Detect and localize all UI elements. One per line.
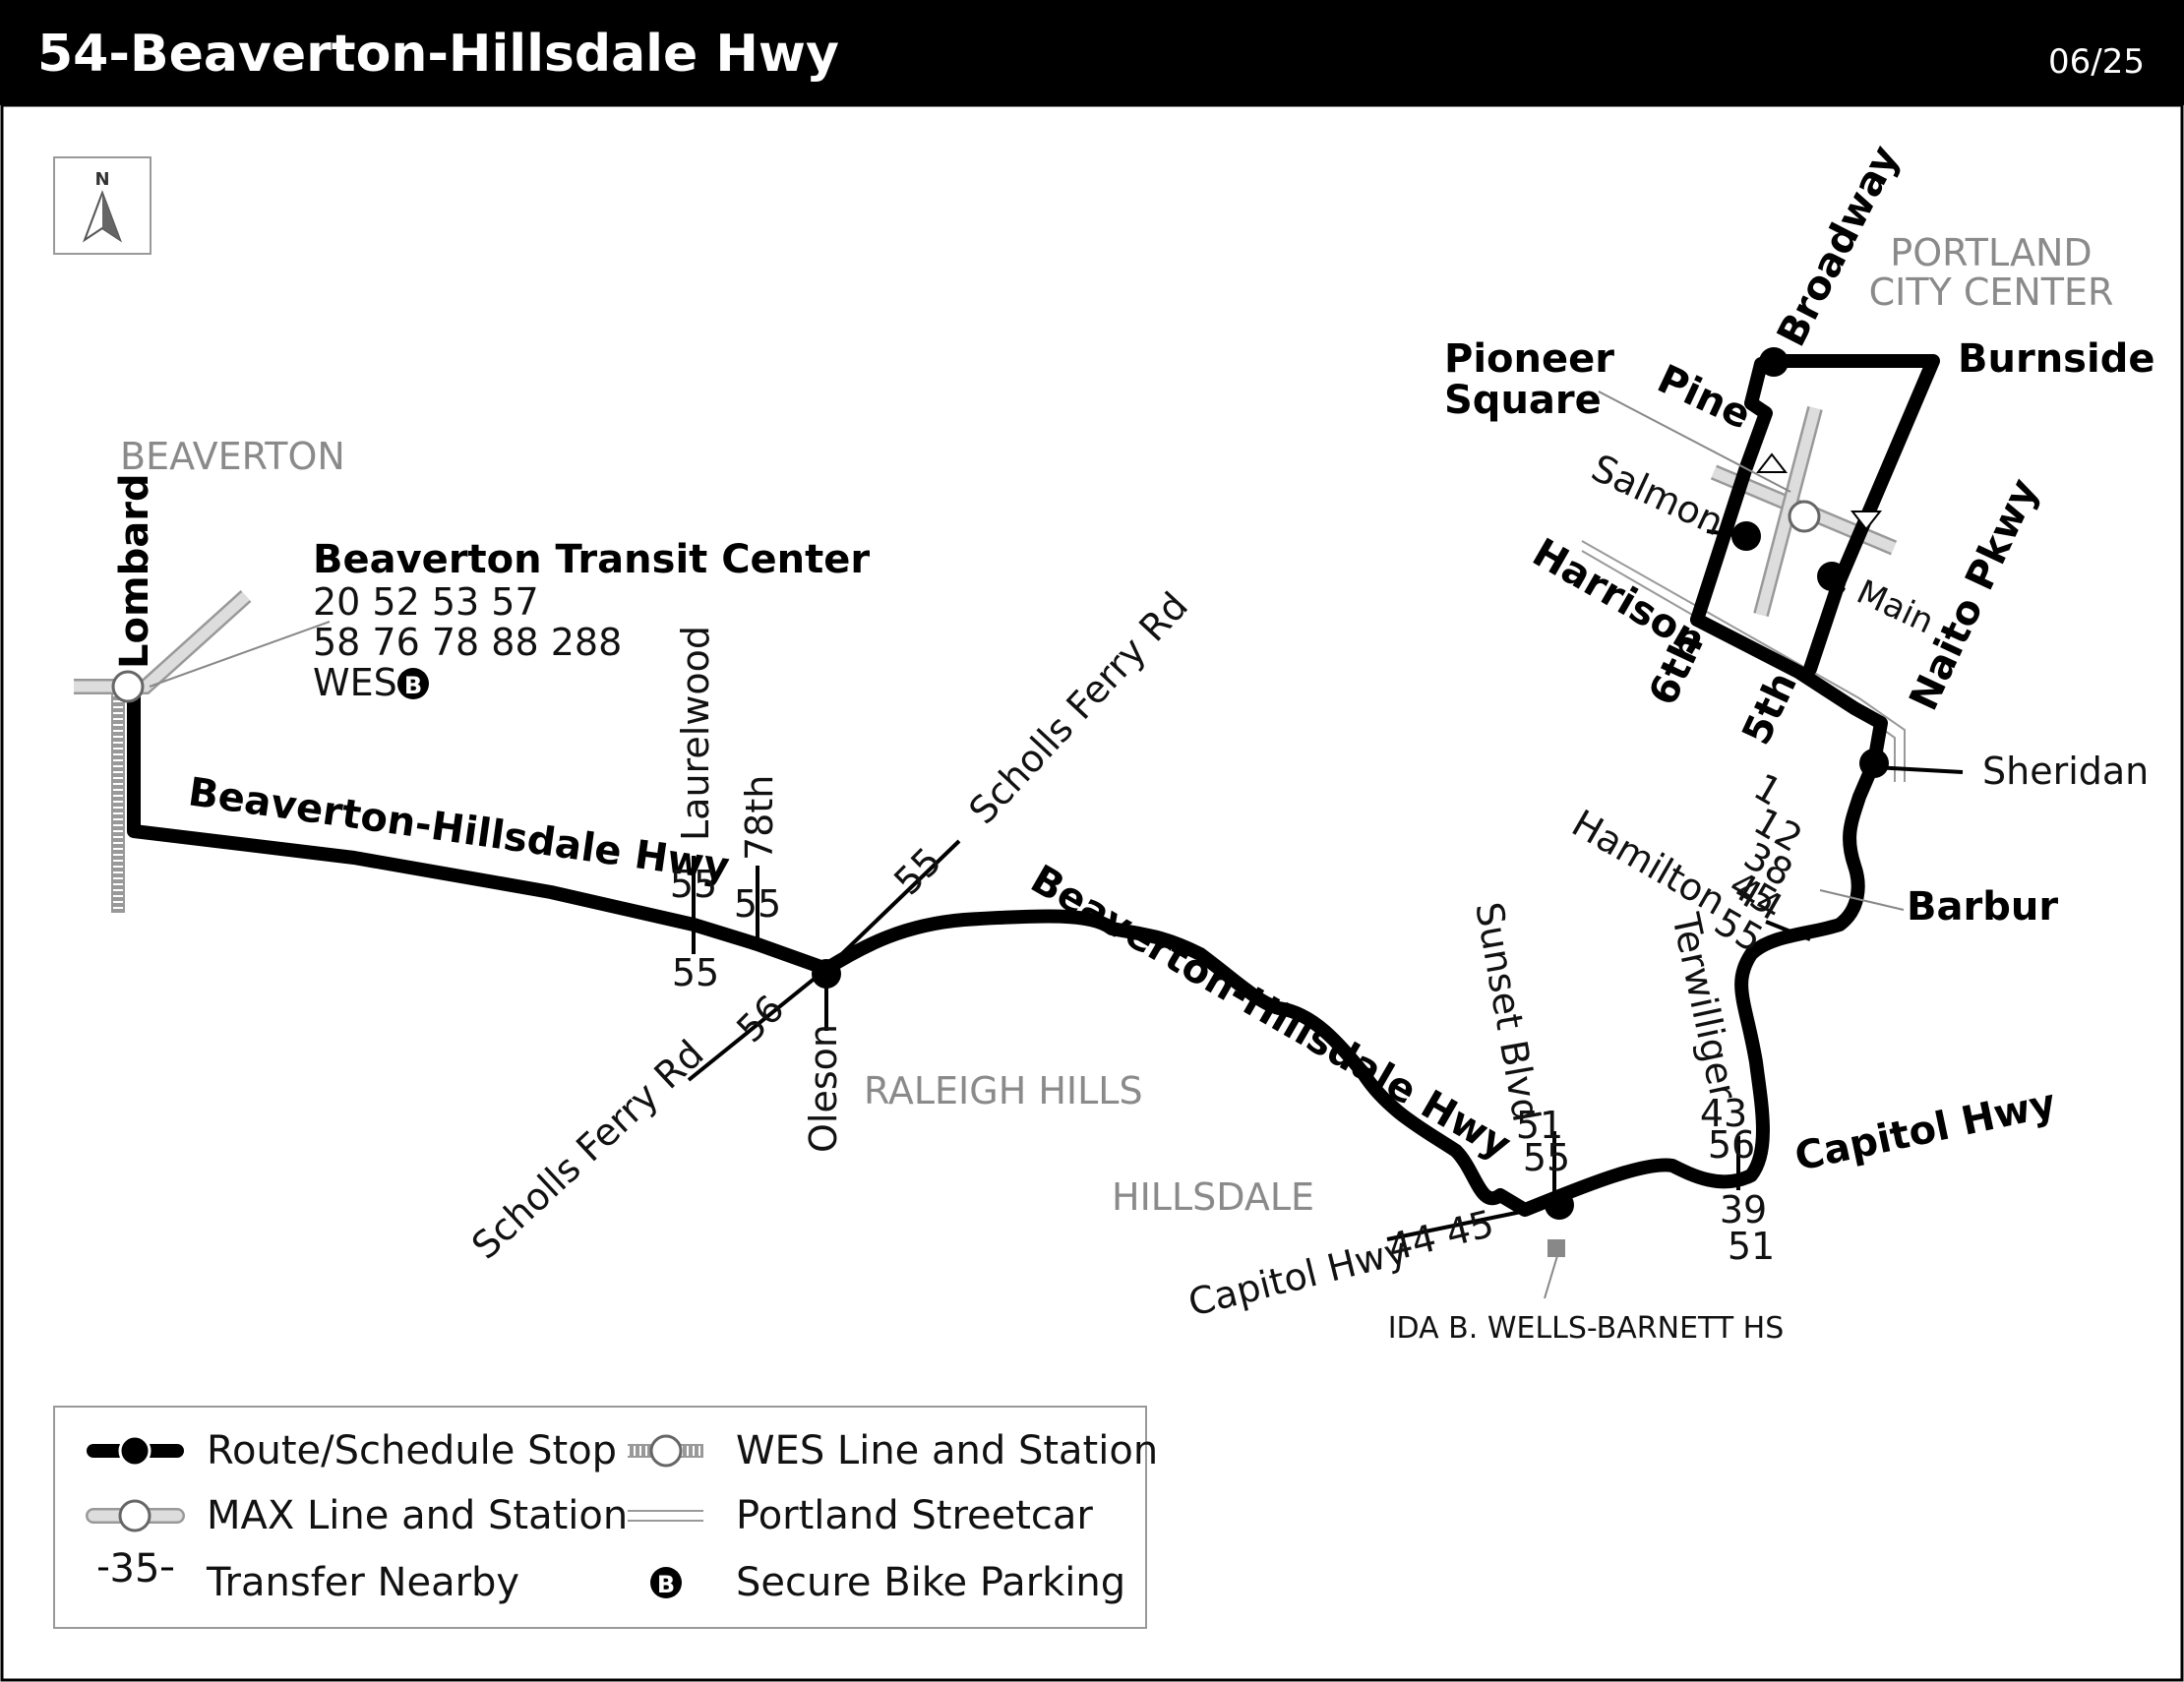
compass: N xyxy=(53,156,152,255)
street-sunset: Sunset Blvd xyxy=(1467,899,1548,1125)
school-label: IDA B. WELLS-BARNETT HS xyxy=(1388,1311,1785,1346)
legend-streetcar: Portland Streetcar xyxy=(736,1493,1093,1538)
legend-wes-icon xyxy=(628,1434,703,1468)
street-capitol-e: Capitol Hwy xyxy=(1791,1081,2060,1180)
transfer-terwilliger-2: 56 xyxy=(1708,1123,1755,1167)
tc-lines-1: 20 52 53 57 xyxy=(313,580,539,624)
street-main: Main xyxy=(1850,572,1939,642)
street-capitol-w: Capitol Hwy xyxy=(1184,1229,1412,1325)
transfer-sunset-2: 55 xyxy=(1523,1136,1570,1179)
area-portland: PORTLAND xyxy=(1890,231,2092,274)
transfer-sunset-1: 51 xyxy=(1516,1104,1563,1147)
direction-arrow-icon xyxy=(1850,511,1883,531)
tc-lines-2: 58 76 78 88 288 xyxy=(313,621,622,664)
stop-broadway-pine[interactable] xyxy=(1759,347,1789,377)
transfer-78th: 55 xyxy=(734,882,781,926)
street-scholls-sw: Scholls Ferry Rd xyxy=(463,1032,711,1268)
legend-transfer: Transfer Nearby xyxy=(206,1560,519,1605)
street-broadway: Broadway xyxy=(1769,139,1909,354)
stop-hillsdale[interactable] xyxy=(1545,1190,1574,1220)
transfer-terwilliger-4: 51 xyxy=(1728,1225,1775,1268)
map-date: 06/25 xyxy=(2048,42,2145,82)
direction-arrow-icon xyxy=(1755,452,1789,473)
transfer-scholls-ne: 55 xyxy=(885,839,949,903)
tc-lines-3: WES xyxy=(313,661,397,704)
street-5th: 5th xyxy=(1733,665,1806,751)
legend-wes: WES Line and Station xyxy=(736,1428,1158,1473)
stations xyxy=(111,500,1821,703)
stop-salmon[interactable] xyxy=(1731,521,1761,551)
transfer-terwilliger-3: 39 xyxy=(1720,1188,1767,1231)
map-frame xyxy=(0,103,2184,1682)
legend-max-icon xyxy=(86,1499,185,1532)
max-station-pioneer[interactable] xyxy=(1788,500,1821,533)
legend-streetcar-icon xyxy=(628,1510,703,1522)
svg-text:B: B xyxy=(657,1571,675,1598)
legend-bike: Secure Bike Parking xyxy=(736,1560,1125,1605)
area-beaverton: BEAVERTON xyxy=(120,435,345,478)
legend-bike-icon: B xyxy=(650,1567,682,1598)
street-laurelwood: Laurelwood xyxy=(674,626,717,841)
leader-lines xyxy=(149,390,1905,1299)
place-square: Square xyxy=(1444,378,1602,423)
street-lombard: Lombard xyxy=(112,473,157,669)
street-hamilton: Hamilton xyxy=(1565,802,1733,924)
route-title: 54-Beaverton-Hillsdale Hwy xyxy=(37,25,839,84)
transfer-terwilliger-1: 43 xyxy=(1700,1092,1747,1135)
legend: Route/Schedule Stop MAX Line and Station… xyxy=(53,1406,1158,1629)
legend-max: MAX Line and Station xyxy=(207,1493,628,1538)
header-bar xyxy=(0,0,2184,105)
street-burnside: Burnside xyxy=(1958,336,2154,382)
transfer-capitol-w: 44 45 xyxy=(1384,1202,1498,1270)
school-icon xyxy=(1547,1239,1565,1257)
legend-route-stop-icon xyxy=(87,1434,184,1468)
street-salmon: Salmon xyxy=(1585,446,1730,544)
stop-raleigh-hills[interactable] xyxy=(812,959,841,989)
wes-station-beaverton[interactable] xyxy=(111,670,145,703)
transfer-laurelwood-bottom: 55 xyxy=(672,951,719,994)
street-barbur: Barbur xyxy=(1907,884,2058,930)
area-city-center: CITY CENTER xyxy=(1869,270,2114,314)
street-scholls-ne: Scholls Ferry Rd xyxy=(960,584,1196,832)
street-78th: 78th xyxy=(738,775,781,861)
place-pioneer: Pioneer xyxy=(1444,336,1614,382)
street-sheridan: Sheridan xyxy=(1982,750,2149,793)
stop-main[interactable] xyxy=(1817,562,1847,591)
tc-name: Beaverton Transit Center xyxy=(313,537,870,582)
compass-north-label: N xyxy=(94,169,109,190)
bike-parking-icon: B xyxy=(397,668,429,699)
svg-text:35: 35 xyxy=(110,1546,160,1592)
route-stops xyxy=(812,347,1889,1220)
svg-text:B: B xyxy=(404,672,422,699)
legend-transfer-icon: 35 xyxy=(98,1546,173,1592)
street-naito: Naito Pkwy xyxy=(1901,472,2047,717)
area-raleigh-hills: RALEIGH HILLS xyxy=(864,1069,1143,1112)
transfer-ticks xyxy=(687,529,1964,1241)
area-hillsdale: HILLSDALE xyxy=(1112,1175,1314,1219)
street-oleson: Oleson xyxy=(802,1024,845,1153)
legend-route-stop: Route/Schedule Stop xyxy=(207,1428,617,1473)
street-bhh-east: Beaverton-Hillsdale Hwy xyxy=(1023,857,1518,1169)
transfer-laurelwood-top: 55 xyxy=(670,863,717,906)
stop-sheridan[interactable] xyxy=(1859,749,1889,778)
